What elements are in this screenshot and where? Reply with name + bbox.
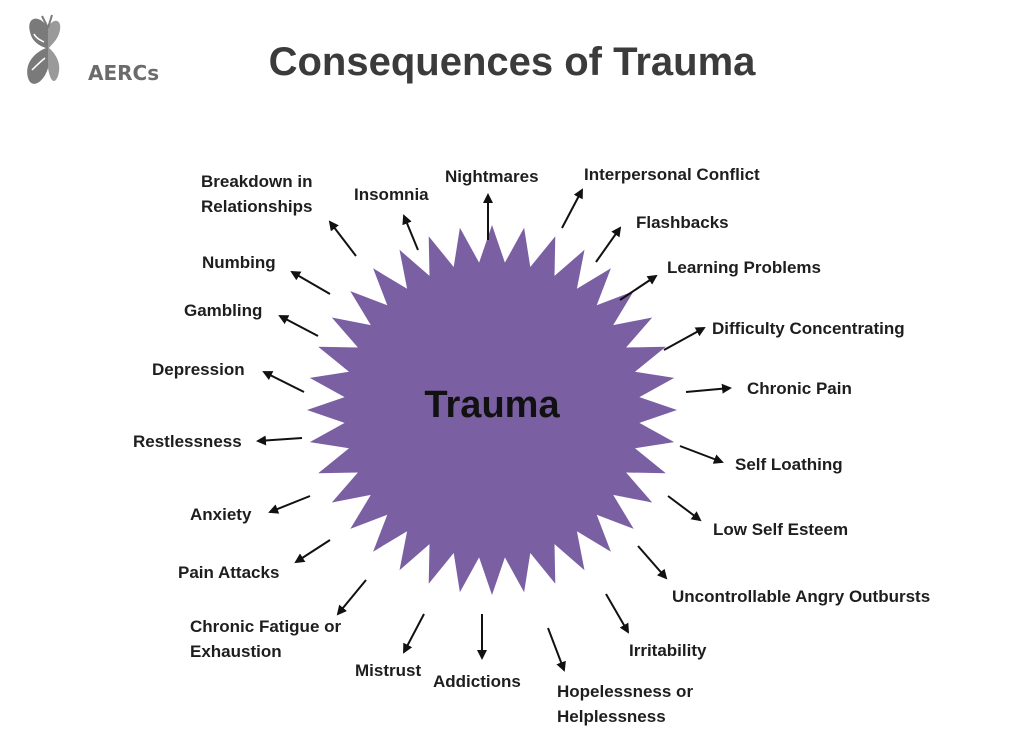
arrow-flashbacks (595, 226, 622, 263)
page-title: Consequences of Trauma (268, 40, 756, 84)
center-label: Trauma (424, 384, 560, 426)
label-nightmares: Nightmares (445, 167, 539, 186)
label-interpersonal-conflict: Interpersonal Conflict (584, 165, 760, 184)
label-irritability: Irritability (629, 641, 707, 660)
arrow-self-loathing (679, 445, 724, 464)
arrow-chronic-pain (685, 383, 732, 394)
logo: AERCs (18, 12, 168, 94)
label-insomnia: Insomnia (354, 185, 429, 204)
arrow-interpersonal-conflict (561, 188, 583, 229)
arrow-difficulty-concentrating (663, 327, 706, 351)
arrow-chronic-fatigue-or-exhaustion (336, 579, 367, 616)
arrow-irritability (605, 593, 630, 634)
arrow-restlessness (256, 435, 303, 446)
arrow-gambling (278, 315, 319, 337)
trauma-starburst (307, 225, 677, 595)
label-uncontrollable-angry-outbursts: Uncontrollable Angry Outbursts (672, 587, 931, 606)
logo-text: AERCs (88, 61, 160, 85)
label-hopelessness-or-helplessness: Hopelessness or Helplessness (557, 682, 694, 726)
label-depression: Depression (152, 360, 245, 379)
label-low-self-esteem: Low Self Esteem (713, 520, 849, 539)
label-self-loathing: Self Loathing (735, 455, 843, 474)
label-breakdown-in-relationships: Breakdown in Relationships (201, 172, 313, 216)
arrow-breakdown-in-relationships (328, 220, 357, 257)
arrow-depression (262, 371, 305, 393)
label-flashbacks: Flashbacks (636, 213, 729, 232)
label-mistrust: Mistrust (355, 661, 422, 680)
arrow-mistrust (403, 613, 425, 654)
label-chronic-fatigue-or-exhaustion: Chronic Fatigue or Exhaustion (190, 617, 342, 661)
label-learning-problems: Learning Problems (667, 258, 821, 277)
arrow-low-self-esteem (667, 495, 702, 522)
label-numbing: Numbing (202, 253, 276, 272)
arrow-anxiety (268, 495, 311, 514)
butterfly-icon (27, 14, 61, 84)
label-difficulty-concentrating: Difficulty Concentrating (712, 319, 905, 338)
label-anxiety: Anxiety (190, 505, 252, 524)
label-pain-attacks: Pain Attacks (178, 563, 280, 582)
arrow-hopelessness-or-helplessness (547, 627, 566, 672)
arrow-uncontrollable-angry-outbursts (637, 545, 668, 580)
arrow-numbing (290, 270, 331, 295)
arrow-insomnia (402, 214, 419, 251)
arrow-learning-problems (619, 274, 658, 301)
label-chronic-pain: Chronic Pain (747, 379, 852, 398)
label-restlessness: Restlessness (133, 432, 242, 451)
label-gambling: Gambling (184, 301, 263, 320)
arrow-pain-attacks (294, 539, 331, 564)
label-addictions: Addictions (433, 672, 521, 691)
